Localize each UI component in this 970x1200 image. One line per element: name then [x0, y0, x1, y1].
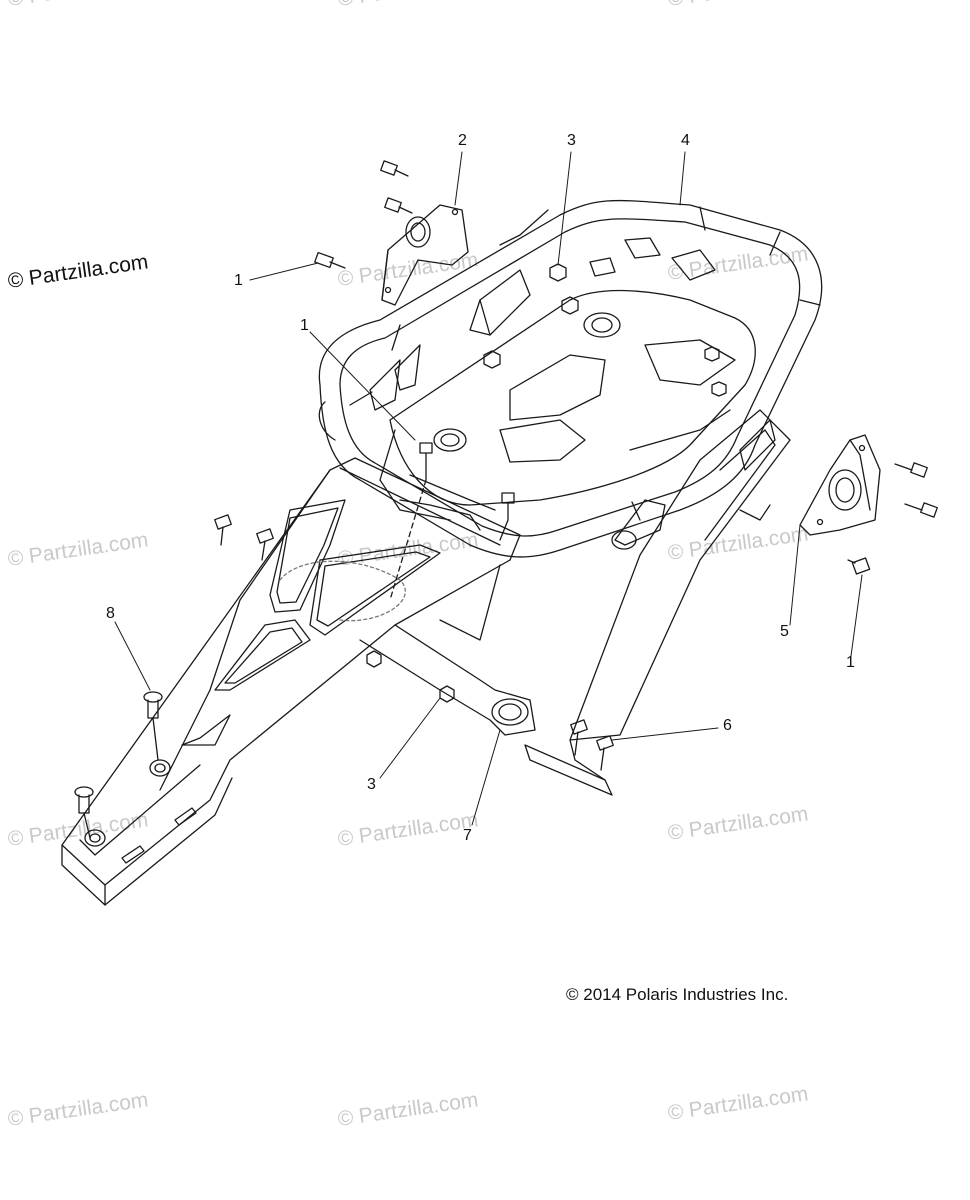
bolt-right-bracket-mid	[905, 503, 937, 517]
bolt-6	[571, 720, 614, 770]
leader-lines	[115, 152, 862, 825]
nut-3-top	[484, 264, 726, 396]
callout-3: 3	[367, 776, 376, 793]
bolt-1-left	[315, 253, 345, 268]
bolt-left-bracket-top	[381, 161, 408, 176]
callout-6: 6	[723, 717, 732, 734]
callout-4: 4	[681, 132, 690, 149]
bracket-left-2	[382, 205, 468, 305]
rack-deck	[370, 238, 775, 530]
nut-3-bottom	[367, 651, 454, 702]
copyright-notice: © 2014 Polaris Industries Inc.	[566, 985, 789, 1004]
bolt-deck	[420, 443, 432, 480]
right-strut	[525, 410, 790, 795]
callout-1: 1	[300, 317, 309, 334]
bolt-right-lower	[848, 558, 870, 574]
bolt-deck-2	[502, 493, 514, 520]
callout-2: 2	[458, 132, 467, 149]
bolt-pair-left	[215, 515, 274, 560]
callout-1: 1	[846, 654, 855, 671]
subframe-arm	[62, 458, 520, 905]
rack-tube-4	[319, 201, 821, 557]
hidden-line	[280, 561, 405, 620]
screw-8	[75, 692, 162, 838]
hidden-line	[390, 480, 426, 600]
callout-3: 3	[567, 132, 576, 149]
bolt-left-bracket-mid	[385, 198, 412, 213]
callout-7: 7	[463, 827, 472, 844]
mount-link-7	[360, 565, 535, 735]
callout-1: 1	[234, 272, 243, 289]
callout-5: 5	[780, 623, 789, 640]
callout-8: 8	[106, 605, 115, 622]
bracket-right-5	[800, 435, 880, 535]
bolt-right-bracket-top	[895, 463, 927, 477]
